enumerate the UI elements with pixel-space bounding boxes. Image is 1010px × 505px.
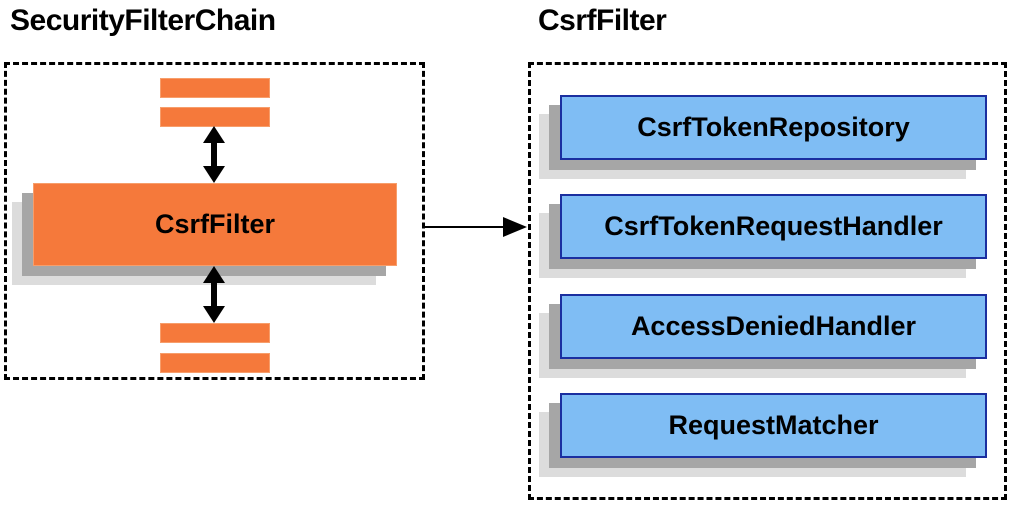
security-filter-chain-title: SecurityFilterChain — [10, 4, 276, 37]
csrf-filter-box-label: CsrfFilter — [154, 209, 276, 239]
security-filter-chain-panel: CsrfFilter — [4, 62, 425, 380]
arrow-shaft — [211, 281, 217, 308]
csrf-filter-panel: CsrfTokenRepository CsrfTokenRequestHand… — [528, 62, 1007, 500]
arrow-shaft — [211, 141, 217, 168]
csrf-filter-title: CsrfFilter — [538, 4, 667, 37]
csrf-filter-box: CsrfFilter — [33, 183, 397, 266]
component-label: CsrfTokenRepository — [637, 112, 910, 142]
arrow-right-icon — [503, 217, 527, 237]
arrow-down-icon — [203, 306, 225, 323]
component-box-access-denied-handler: AccessDeniedHandler — [560, 294, 987, 359]
component-label: CsrfTokenRequestHandler — [604, 211, 943, 241]
arrow-up-icon — [203, 266, 225, 283]
filter-chain-bar-bottom-2 — [160, 353, 270, 373]
component-label: RequestMatcher — [668, 410, 879, 440]
bidirectional-arrow-top — [203, 126, 225, 183]
bidirectional-arrow-bottom — [203, 266, 225, 323]
component-label: AccessDeniedHandler — [630, 311, 917, 341]
arrow-up-icon — [203, 126, 225, 143]
filter-chain-bar-top-2 — [160, 107, 270, 127]
component-box-request-matcher: RequestMatcher — [560, 393, 987, 458]
arrow-down-icon — [203, 166, 225, 183]
component-box-csrf-token-repository: CsrfTokenRepository — [560, 95, 987, 160]
filter-chain-bar-top-1 — [160, 78, 270, 98]
filter-chain-bar-bottom-1 — [160, 323, 270, 343]
component-box-csrf-token-request-handler: CsrfTokenRequestHandler — [560, 194, 987, 259]
dependency-arrow-line — [424, 226, 506, 228]
